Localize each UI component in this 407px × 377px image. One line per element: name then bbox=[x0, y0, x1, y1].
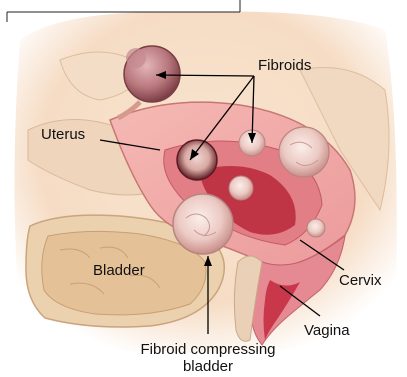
label-uterus: Uterus bbox=[41, 126, 85, 143]
label-cervix: Cervix bbox=[339, 272, 382, 289]
large-fibroid-right bbox=[279, 127, 329, 177]
fibroid-lobe bbox=[126, 48, 146, 68]
label-compressing-line2: bladder bbox=[183, 358, 233, 375]
label-vagina: Vagina bbox=[304, 322, 350, 339]
label-fibroid-compressing-bladder: Fibroid compressing bladder bbox=[108, 341, 308, 375]
label-bladder: Bladder bbox=[93, 262, 145, 279]
small-fibroid-cervix bbox=[307, 219, 325, 237]
intramural-fibroid bbox=[177, 140, 217, 180]
label-fibroids: Fibroids bbox=[258, 57, 311, 74]
fibroid-compressing-bladder bbox=[173, 194, 233, 254]
submucosal-fibroid bbox=[229, 176, 253, 200]
label-compressing-line1: Fibroid compressing bbox=[140, 341, 275, 358]
